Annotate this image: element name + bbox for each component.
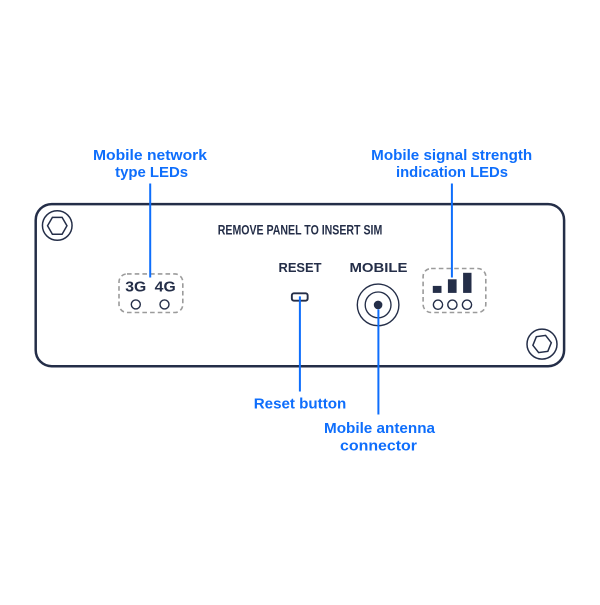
svg-text:type LEDs: type LEDs — [115, 165, 188, 181]
svg-text:Mobile network: Mobile network — [93, 148, 208, 164]
svg-text:Mobile signal strength: Mobile signal strength — [371, 148, 532, 164]
svg-text:Reset button: Reset button — [254, 397, 347, 413]
svg-text:connector: connector — [340, 439, 417, 455]
svg-text:3G: 3G — [125, 280, 146, 296]
svg-text:4G: 4G — [155, 280, 176, 296]
svg-text:RESET: RESET — [279, 260, 322, 275]
svg-text:REMOVE PANEL TO INSERT SIM: REMOVE PANEL TO INSERT SIM — [218, 222, 383, 238]
svg-text:indication LEDs: indication LEDs — [396, 165, 508, 181]
svg-text:MOBILE: MOBILE — [350, 260, 408, 275]
svg-text:Mobile antenna: Mobile antenna — [324, 421, 436, 437]
